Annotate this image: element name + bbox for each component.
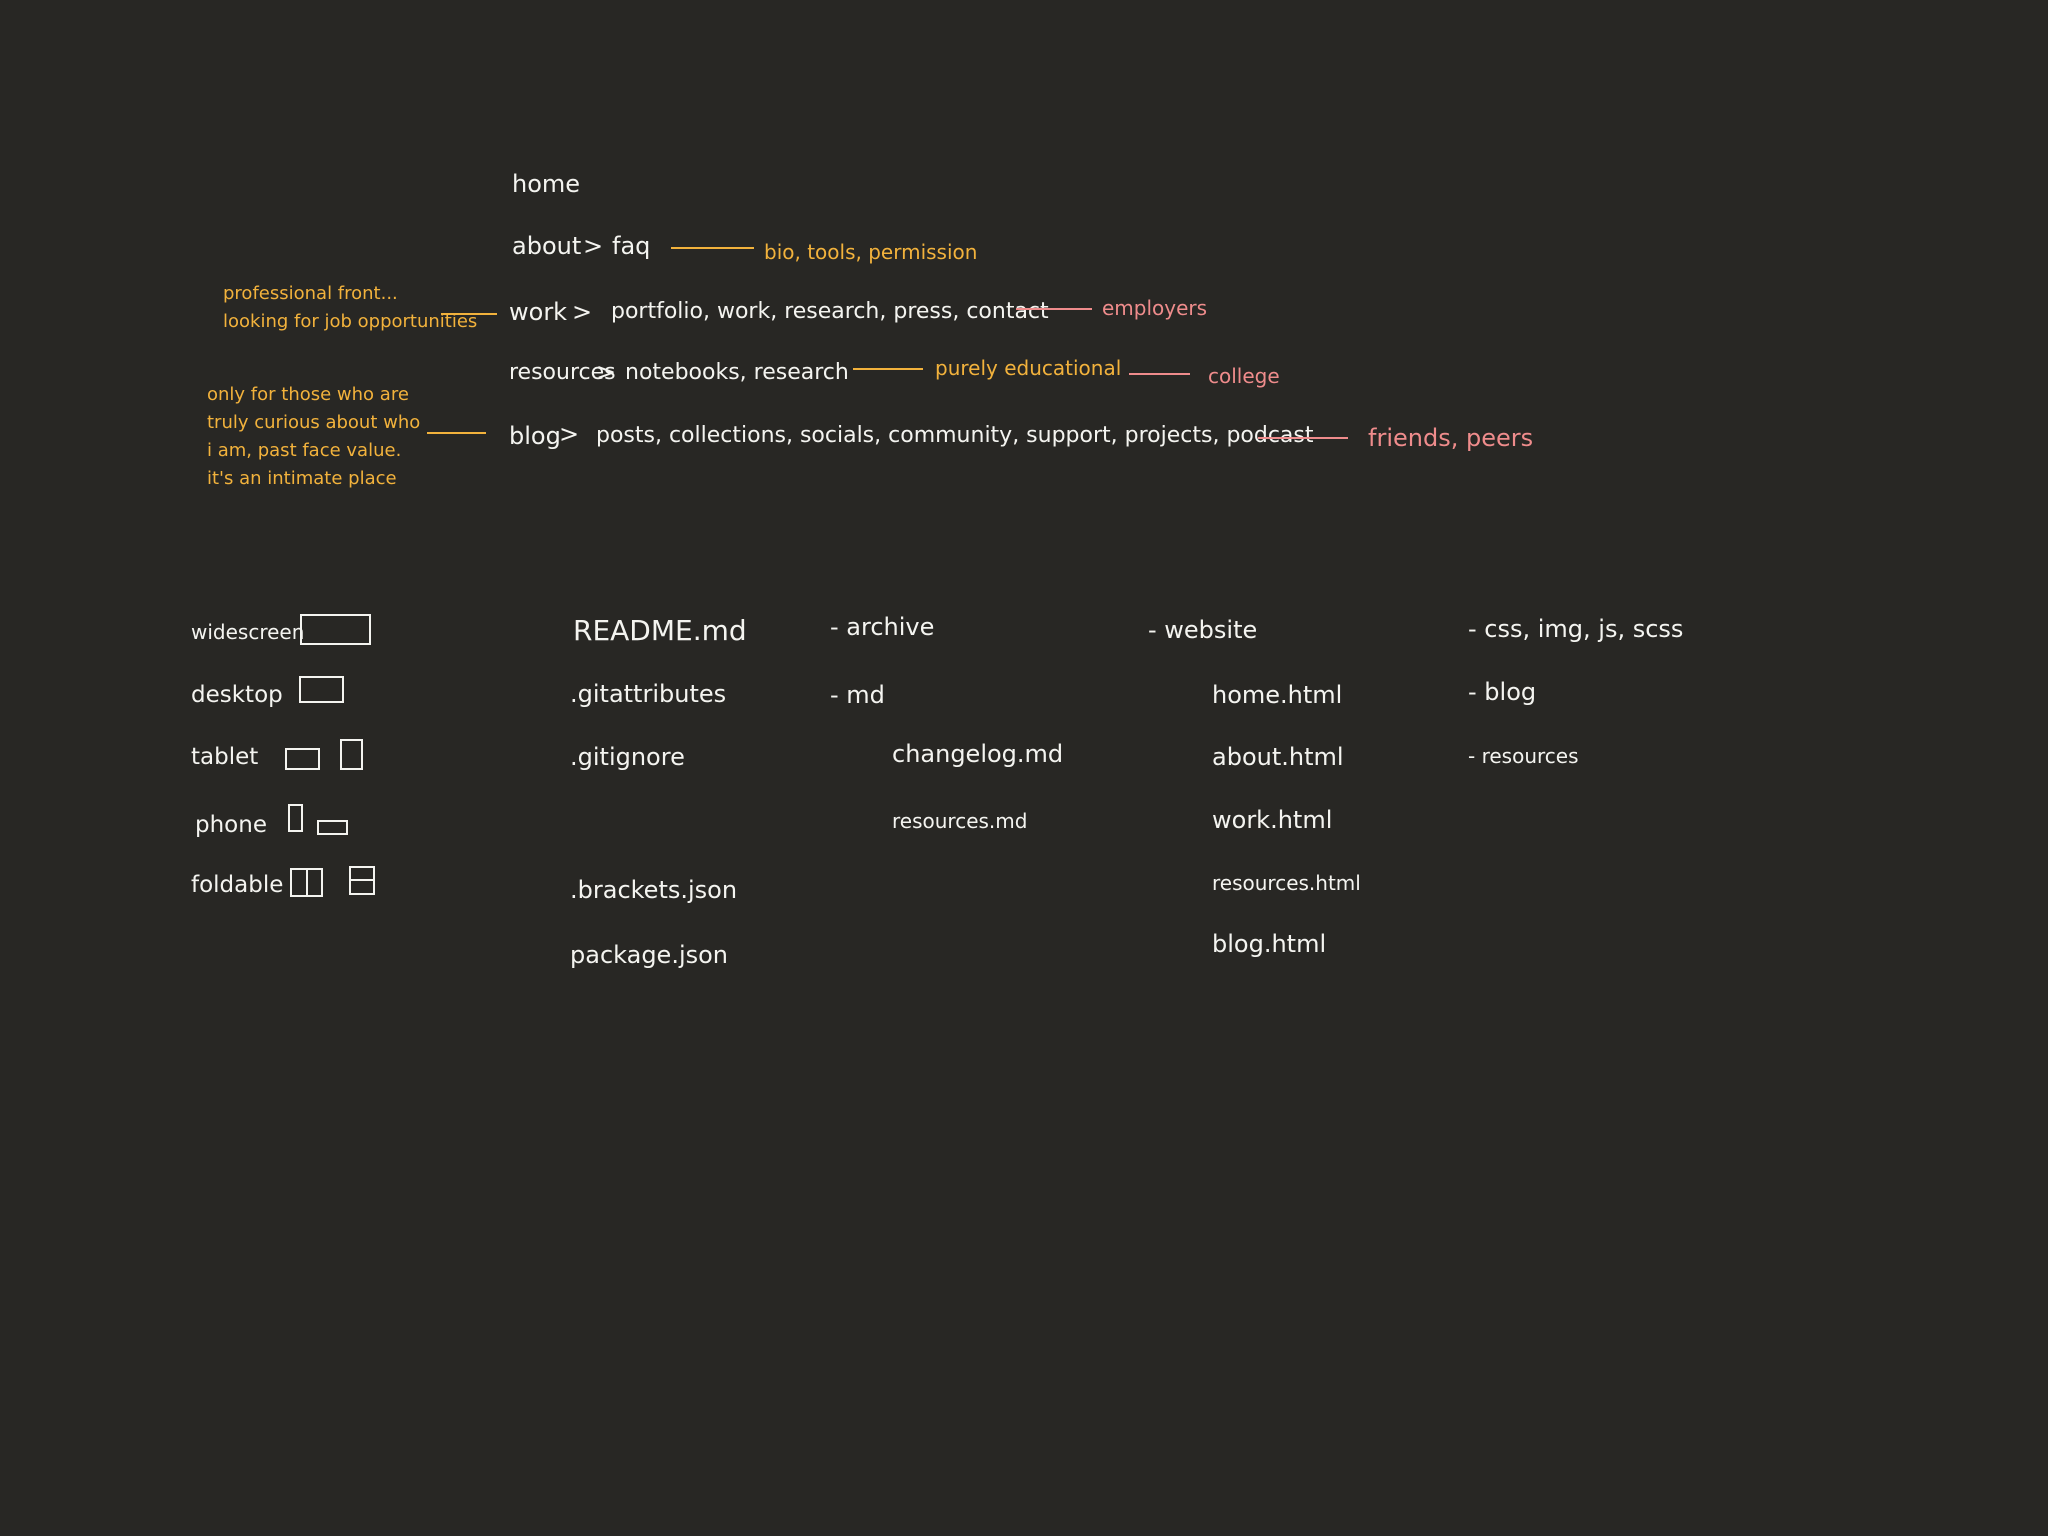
file-gitattributes: .gitattributes: [570, 680, 727, 708]
tablet-portrait-icon: [340, 739, 363, 770]
folder-archive: - archive: [830, 613, 935, 641]
resources-audience: college: [1208, 364, 1280, 388]
phone-portrait-icon: [288, 804, 303, 832]
device-label-desktop: desktop: [191, 682, 283, 708]
connector-line: [1016, 308, 1092, 310]
file-resources-md: resources.md: [892, 809, 1028, 833]
connector-line: [441, 313, 497, 315]
folder-blog: - blog: [1468, 678, 1537, 706]
connector-line: [427, 432, 486, 434]
desktop-rect-icon: [299, 676, 344, 703]
nav-home: home: [512, 170, 581, 198]
phone-landscape-icon: [317, 820, 348, 835]
connector-line: [1258, 437, 1348, 439]
nav-blog-separator: >: [559, 420, 580, 448]
file-work-html: work.html: [1212, 806, 1333, 834]
nav-about-separator: >: [583, 232, 604, 260]
file-brackets-json: .brackets.json: [570, 876, 738, 904]
annotation-line: professional front...: [223, 283, 398, 304]
connector-line: [853, 368, 923, 370]
device-label-widescreen: widescreen: [191, 620, 305, 644]
file-home-html: home.html: [1212, 681, 1343, 709]
file-resources-html: resources.html: [1212, 871, 1361, 895]
nav-blog: blog: [509, 422, 561, 450]
file-readme: README.md: [573, 614, 747, 647]
nav-blog-children: posts, collections, socials, community, …: [596, 423, 1314, 448]
nav-about: about: [512, 232, 582, 260]
device-label-tablet: tablet: [191, 744, 259, 770]
file-blog-html: blog.html: [1212, 930, 1327, 958]
nav-work-separator: >: [572, 298, 593, 326]
connector-line: [671, 247, 754, 249]
blog-audience: friends, peers: [1368, 424, 1534, 452]
foldable-open-icon: [290, 868, 323, 897]
file-gitignore: .gitignore: [570, 743, 685, 771]
nav-resources: resources: [509, 360, 616, 385]
work-annotation: professional front... looking for job op…: [223, 280, 477, 336]
device-label-foldable: foldable: [191, 872, 284, 898]
annotation-line: only for those who are: [207, 384, 409, 405]
widescreen-rect-icon: [300, 614, 371, 645]
file-changelog-md: changelog.md: [892, 740, 1064, 768]
annotation-line: truly curious about who: [207, 412, 421, 433]
tablet-landscape-icon: [285, 748, 320, 770]
resources-note: purely educational: [935, 356, 1122, 380]
device-label-phone: phone: [195, 812, 267, 838]
annotation-line: i am, past face value.: [207, 440, 402, 461]
folder-resources: - resources: [1468, 744, 1579, 768]
blog-annotation: only for those who are truly curious abo…: [207, 381, 420, 493]
about-note: bio, tools, permission: [764, 240, 978, 264]
nav-resources-separator: >: [596, 358, 617, 386]
file-about-html: about.html: [1212, 743, 1344, 771]
folder-md: - md: [830, 681, 885, 709]
work-audience: employers: [1102, 296, 1208, 320]
nav-about-children: faq: [612, 232, 651, 260]
nav-resources-children: notebooks, research: [625, 360, 849, 385]
annotation-line: looking for job opportunities: [223, 311, 478, 332]
file-package-json: package.json: [570, 941, 729, 969]
folder-assets: - css, img, js, scss: [1468, 615, 1684, 643]
nav-work-children: portfolio, work, research, press, contac…: [611, 299, 1049, 324]
nav-work: work: [509, 298, 568, 326]
connector-line: [1129, 373, 1190, 375]
annotation-line: it's an intimate place: [207, 468, 397, 489]
foldable-closed-icon: [349, 866, 375, 895]
folder-website: - website: [1148, 616, 1258, 644]
